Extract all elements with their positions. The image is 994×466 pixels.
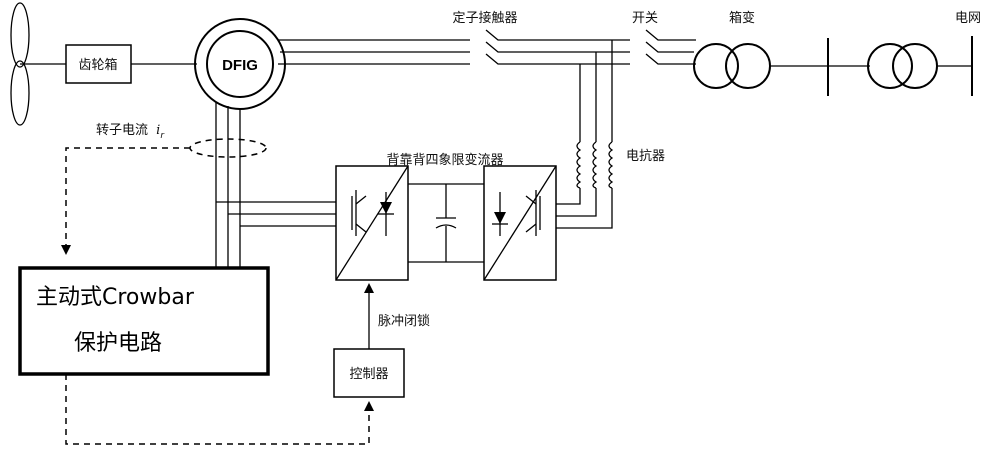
feedback-dash-to-controller [65,374,374,445]
rotor-current-label: 转子电流 [96,123,148,138]
controller-label: 控制器 [349,367,388,382]
reactor-coils [576,141,614,189]
dc-link [408,183,484,263]
rotor-current-symbol: i [156,123,160,138]
crowbar-label-line1: 主动式Crowbar [36,285,195,310]
wind-turbine-icon [10,2,66,126]
pulse-block-label: 脉冲闭锁 [378,313,430,329]
gearbox-label: 齿轮箱 [78,57,117,73]
rotor-current-subscript: r [160,131,165,141]
crowbar-label-line2: 保护电路 [74,331,162,356]
reactor-label: 电抗器 [626,149,665,164]
box-transformer [693,43,771,89]
box-transformer-label: 箱变 [729,10,755,26]
gearbox-block: 齿轮箱 [65,44,132,84]
feedback-dash-to-crowbar [61,147,190,255]
grid-side-converter [483,165,557,281]
controller-block: 控制器 [333,348,405,398]
converter-label: 背靠背四象限变流器 [386,152,503,168]
rotor-side-converter [335,165,409,281]
stator-contactor-label: 定子接触器 [452,10,517,26]
rotor-lines [215,102,336,268]
dfig-generator: DFIG [194,18,286,110]
dfig-label: DFIG [222,57,258,74]
switch-label: 开关 [632,11,658,26]
grid-label: 电网 [955,11,981,26]
crowbar-protection-box: 主动式Crowbar 保护电路 [18,266,270,376]
grid-transformer [867,43,938,89]
svg-text:转子电流 ir: 转子电流 ir [96,123,165,141]
stator-bus [278,29,696,65]
grid-side-lines [556,40,613,229]
